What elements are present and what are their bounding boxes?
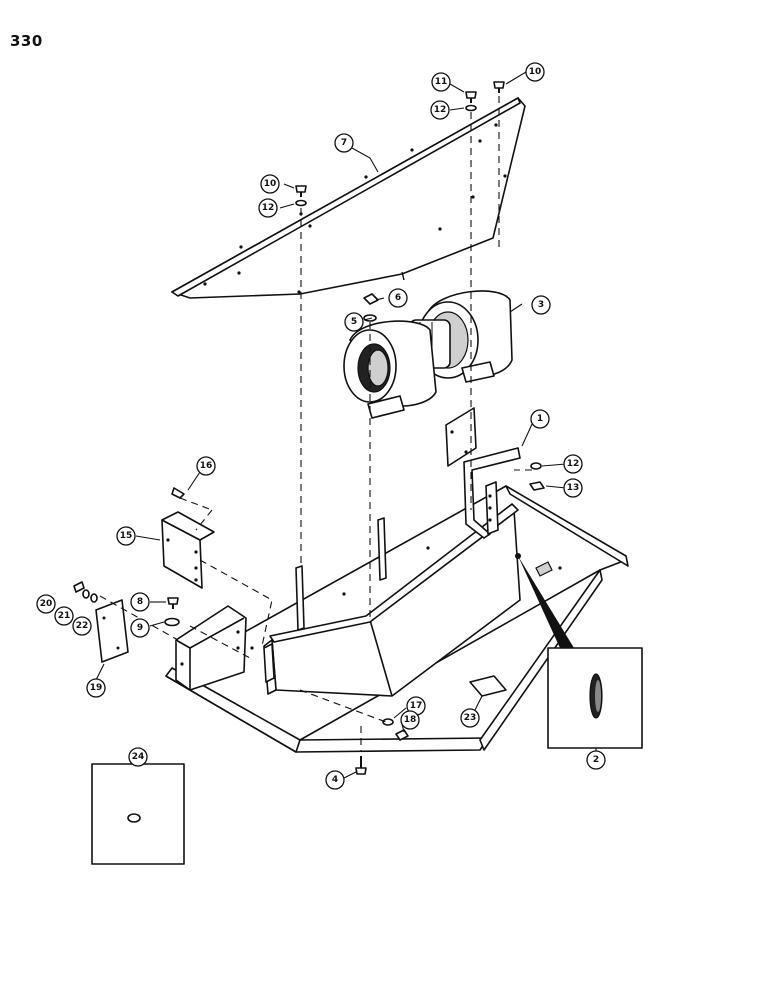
svg-text:9: 9 (137, 623, 143, 633)
svg-text:4: 4 (332, 775, 338, 785)
hardware (73, 81, 545, 775)
svg-text:20: 20 (40, 599, 53, 609)
svg-text:18: 18 (404, 715, 417, 725)
callout-8: 8 (130, 592, 150, 612)
svg-text:1: 1 (537, 414, 543, 424)
svg-text:10: 10 (264, 179, 277, 189)
callout-4: 4 (325, 770, 345, 790)
callout-19: 19 (86, 678, 106, 698)
svg-text:11: 11 (435, 77, 448, 87)
top-cover-plate (171, 97, 526, 299)
detail-box-2 (518, 556, 643, 749)
svg-text:2: 2 (593, 755, 599, 765)
brackets (295, 447, 521, 631)
assembly-lines (99, 96, 532, 752)
callout-18: 18 (400, 710, 420, 730)
svg-text:12: 12 (262, 203, 275, 213)
callout-12-right: 12 (563, 454, 583, 474)
gasket-plate (445, 407, 477, 467)
svg-text:3: 3 (538, 300, 544, 310)
callout-16: 16 (196, 456, 216, 476)
svg-text:12: 12 (434, 105, 447, 115)
callout-10-top: 10 (525, 62, 545, 82)
callout-12-left: 12 (258, 198, 278, 218)
svg-text:19: 19 (90, 683, 103, 693)
page-number: 330 (10, 32, 43, 50)
blower-assembly (343, 290, 513, 419)
callout-15: 15 (116, 526, 136, 546)
callout-21: 21 (54, 606, 74, 626)
callout-7: 7 (334, 133, 354, 153)
callout-9: 9 (130, 618, 150, 638)
svg-text:22: 22 (76, 621, 89, 631)
svg-text:16: 16 (200, 461, 213, 471)
detail-box-24 (91, 763, 185, 865)
svg-text:5: 5 (351, 317, 357, 327)
callout-3: 3 (531, 295, 551, 315)
svg-text:17: 17 (410, 701, 423, 711)
svg-text:21: 21 (58, 611, 71, 621)
bracket-15 (161, 511, 215, 589)
callout-12-top: 12 (430, 100, 450, 120)
svg-text:7: 7 (341, 138, 347, 148)
svg-text:10: 10 (529, 67, 542, 77)
callout-2: 2 (586, 750, 606, 770)
callout-24: 24 (128, 747, 148, 767)
callout-13: 13 (563, 478, 583, 498)
callout-1: 1 (530, 409, 550, 429)
callout-11: 11 (431, 72, 451, 92)
callout-20: 20 (36, 594, 56, 614)
callout-22: 22 (72, 616, 92, 636)
callout-10-left: 10 (260, 174, 280, 194)
label-23 (469, 675, 507, 697)
callout-5: 5 (344, 312, 364, 332)
svg-text:6: 6 (395, 293, 401, 303)
svg-text:13: 13 (567, 483, 580, 493)
corner-bracket (175, 605, 275, 691)
svg-text:24: 24 (132, 752, 145, 762)
callout-6: 6 (388, 288, 408, 308)
svg-text:8: 8 (137, 597, 143, 607)
svg-text:23: 23 (464, 713, 477, 723)
svg-text:12: 12 (567, 459, 580, 469)
callout-23: 23 (460, 708, 480, 728)
svg-text:15: 15 (120, 531, 133, 541)
